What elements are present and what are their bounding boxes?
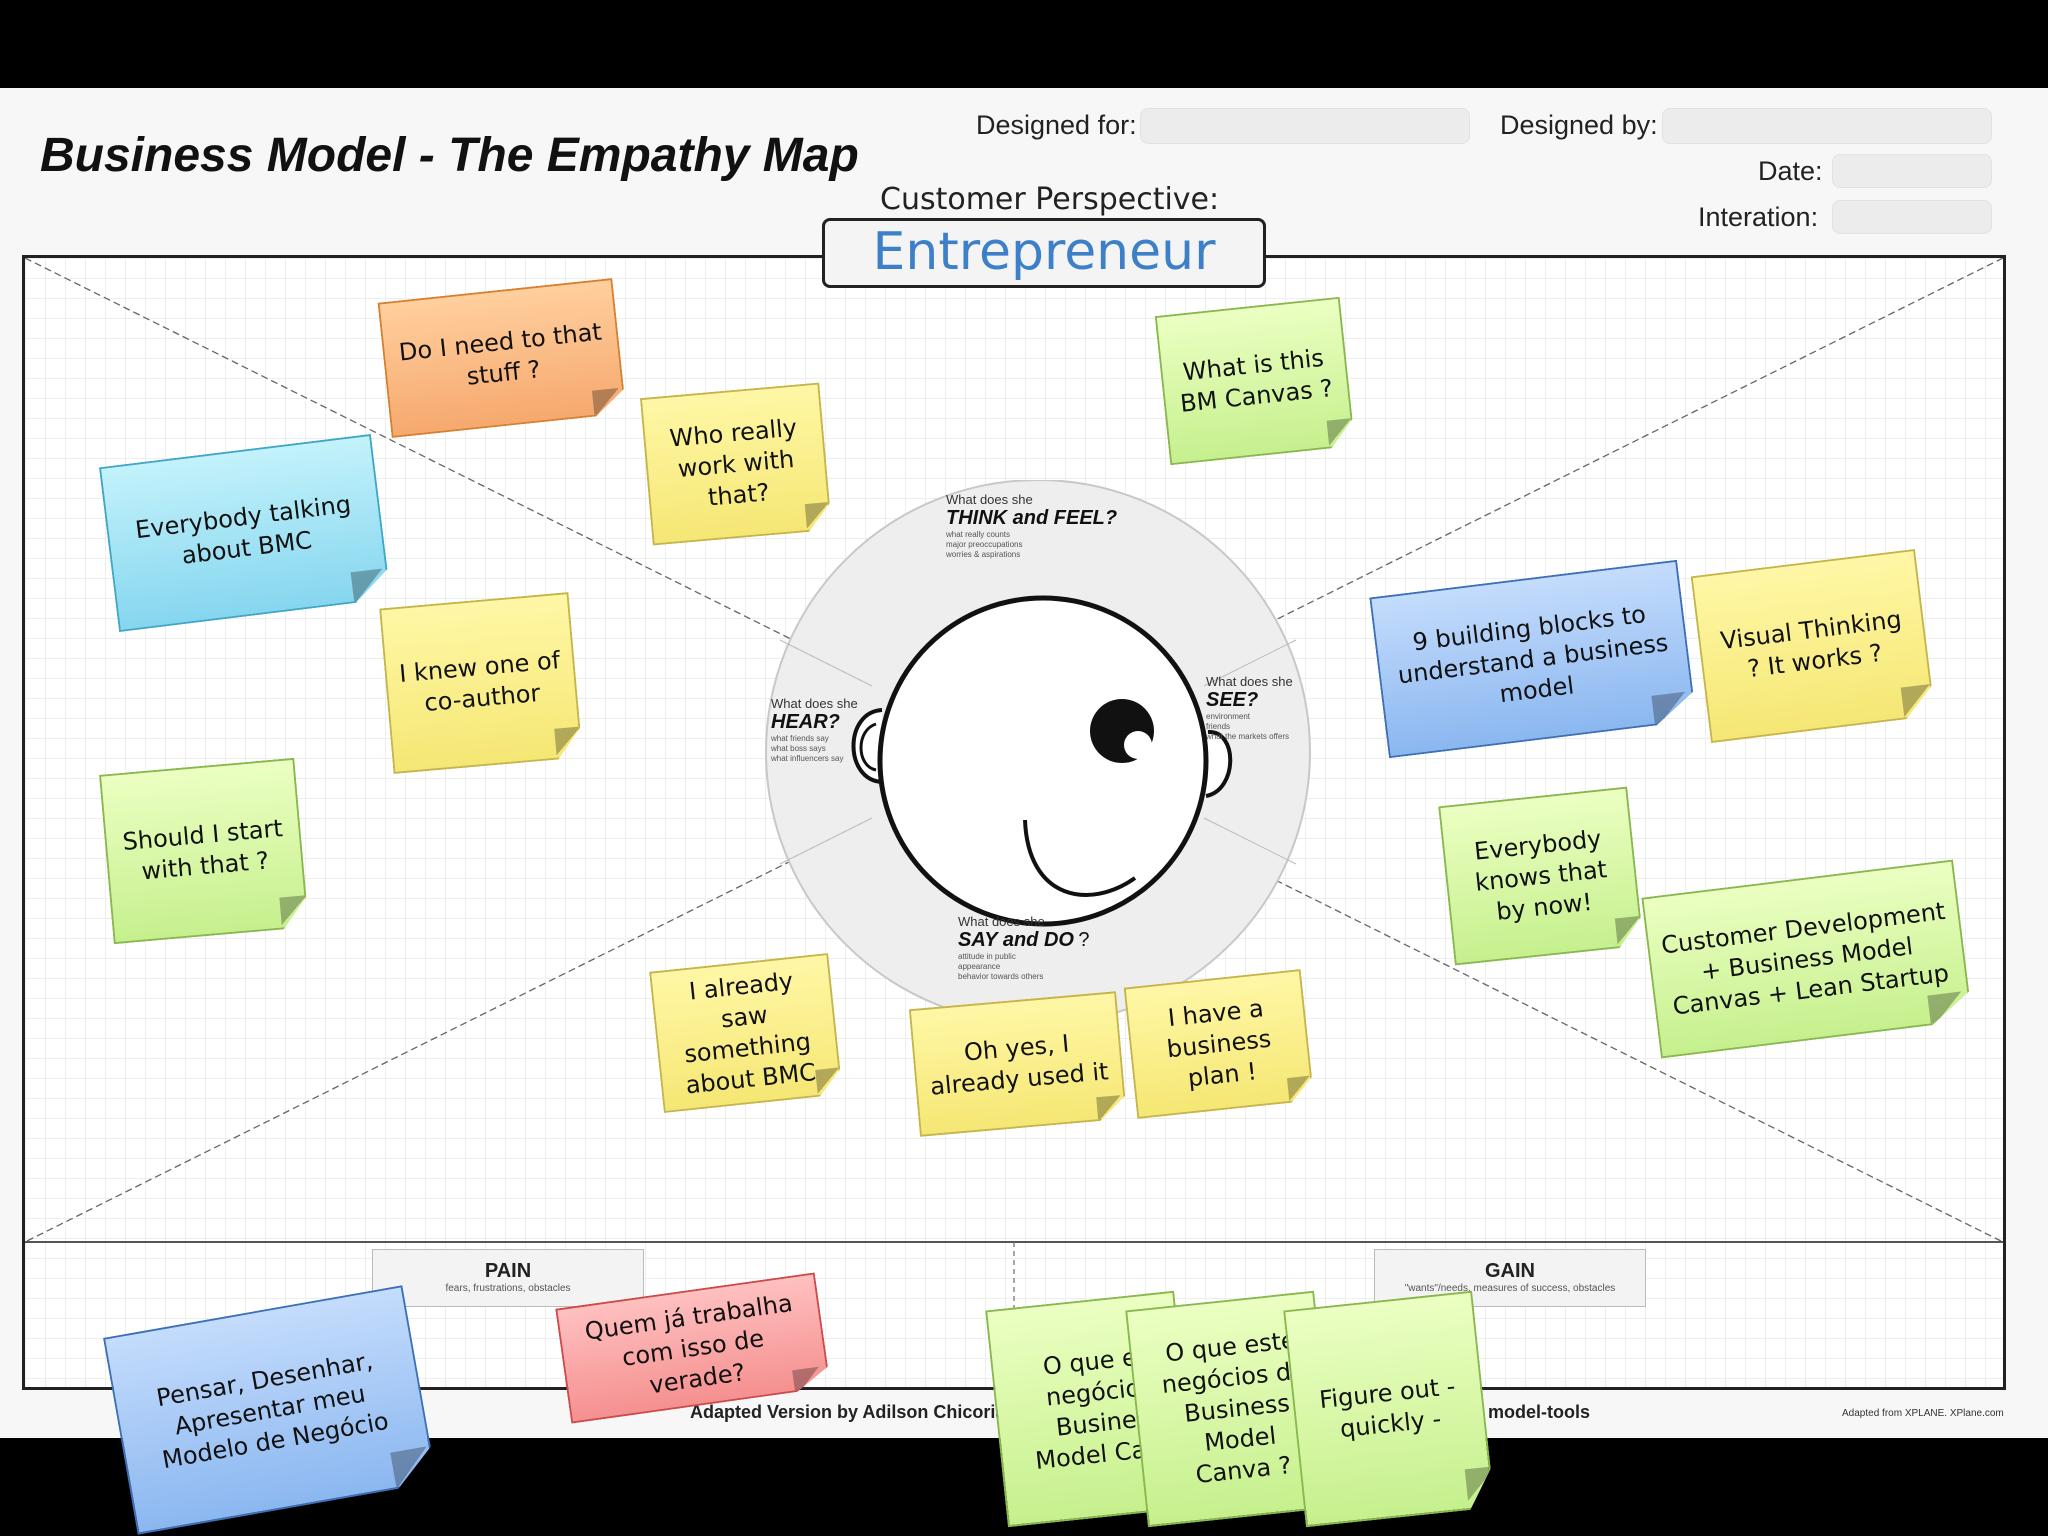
- sticky-note[interactable]: Should I start with that ?: [99, 758, 309, 944]
- hear-sub-2: what boss says: [771, 744, 826, 753]
- note-text: Do I need to that stuff ?: [397, 317, 604, 391]
- sticky-note[interactable]: Oh yes, I already used it: [909, 991, 1127, 1137]
- note-text: Should I start with that ?: [121, 814, 284, 886]
- think-sub-3: worries & aspirations: [946, 550, 1021, 559]
- sticky-note[interactable]: Who really work with that?: [640, 382, 832, 545]
- sticky-note[interactable]: I already saw something about BMC: [649, 953, 843, 1113]
- see-sub-3: what the markets offers: [1206, 732, 1289, 741]
- say-sub-2: appearance: [958, 962, 1001, 971]
- say-title: SAY and DO: [958, 929, 1074, 951]
- note-text: Oh yes, I already used it: [929, 1029, 1110, 1101]
- note-text: I already saw something about BMC: [682, 966, 818, 1100]
- say-pre: What does she: [958, 914, 1045, 929]
- see-section: What does she SEE? environment friends w…: [1206, 674, 1293, 742]
- note-text: Quem já trabalha com isso de verade?: [582, 1288, 795, 1399]
- gain-subtitle: "wants"/needs, measures of success, obst…: [1404, 1283, 1616, 1294]
- note-text: Who really work with that?: [668, 413, 799, 512]
- designed-by-field[interactable]: [1662, 108, 1992, 144]
- gain-title: GAIN: [1485, 1260, 1535, 1282]
- page-title: Business Model - The Empathy Map: [40, 129, 859, 182]
- designed-by-label: Designed by:: [1500, 110, 1658, 140]
- designed-for-field[interactable]: [1140, 108, 1470, 144]
- note-text: Everybody talking about BMC: [133, 490, 353, 570]
- see-sub-2: friends: [1206, 722, 1231, 731]
- note-text: Visual Thinking ? It works ?: [1718, 605, 1904, 684]
- pain-title: PAIN: [484, 1260, 532, 1282]
- footer-tools: model-tools: [1488, 1402, 1590, 1422]
- hear-sub-3: what influencers say: [771, 754, 844, 763]
- hear-section: What does she HEAR? what friends say wha…: [771, 696, 858, 764]
- date-label: Date:: [1758, 156, 1823, 186]
- say-do-section: What does she SAY and DO ? attitude in p…: [958, 914, 1090, 982]
- empathy-face-diagram: [765, 480, 1311, 1024]
- sticky-note[interactable]: I knew one of co-author: [379, 592, 583, 774]
- think-sub-2: major preoccupations: [946, 540, 1023, 549]
- sticky-note[interactable]: Visual Thinking ? It works ?: [1691, 549, 1936, 743]
- note-text: Customer Development + Business Model Ca…: [1659, 896, 1951, 1021]
- sticky-note[interactable]: Do I need to that stuff ?: [378, 278, 627, 438]
- sticky-note[interactable]: Everybody talking about BMC: [99, 434, 391, 632]
- say-question: ?: [1078, 929, 1090, 951]
- date-field[interactable]: [1832, 154, 1992, 188]
- see-sub-1: environment: [1206, 712, 1251, 721]
- see-pre: What does she: [1206, 674, 1293, 689]
- think-title: THINK and FEEL?: [946, 507, 1118, 529]
- think-sub-1: what really counts: [946, 530, 1011, 539]
- think-pre: What does she: [946, 492, 1033, 507]
- hear-title: HEAR?: [771, 711, 840, 733]
- iteration-label: Interation:: [1698, 202, 1819, 232]
- footer-credit: Adapted from XPLANE. XPlane.com: [1842, 1408, 2004, 1419]
- pain-box: PAIN fears, frustrations, obstacles: [372, 1249, 644, 1307]
- note-text: Everybody knows that by now!: [1472, 824, 1609, 926]
- sticky-note[interactable]: What is this BM Canvas ?: [1155, 297, 1356, 466]
- say-sub-3: behavior towards others: [958, 972, 1044, 981]
- note-text: I knew one of co-author: [398, 646, 562, 717]
- hear-pre: What does she: [771, 696, 858, 711]
- think-feel-section: What does she THINK and FEEL? what reall…: [946, 492, 1117, 560]
- hear-sub-1: what friends say: [771, 734, 829, 743]
- see-title: SEE?: [1206, 689, 1259, 711]
- pain-subtitle: fears, frustrations, obstacles: [445, 1283, 571, 1294]
- customer-perspective-box: Entrepreneur: [822, 218, 1266, 288]
- iteration-field[interactable]: [1832, 200, 1992, 234]
- note-text: I have a business plan !: [1165, 993, 1273, 1092]
- sticky-note[interactable]: Everybody knows that by now!: [1438, 787, 1644, 966]
- note-text: 9 building blocks to understand a busine…: [1396, 599, 1670, 708]
- note-text: What is this BM Canvas ?: [1178, 343, 1335, 418]
- designed-for-label: Designed for:: [976, 110, 1137, 140]
- say-sub-1: attitude in public: [958, 952, 1016, 961]
- note-text: Figure out - quickly -: [1317, 1372, 1457, 1444]
- perspective-label: Customer Perspective:: [880, 182, 1220, 217]
- sticky-note[interactable]: Figure out - quickly -: [1283, 1291, 1495, 1528]
- sticky-note[interactable]: I have a business plan !: [1124, 969, 1315, 1119]
- footer-adapted: Adapted Version by Adilson Chicoria: [690, 1402, 1006, 1422]
- note-text: Pensar, Desenhar, Apresentar meu Modelo …: [154, 1346, 391, 1474]
